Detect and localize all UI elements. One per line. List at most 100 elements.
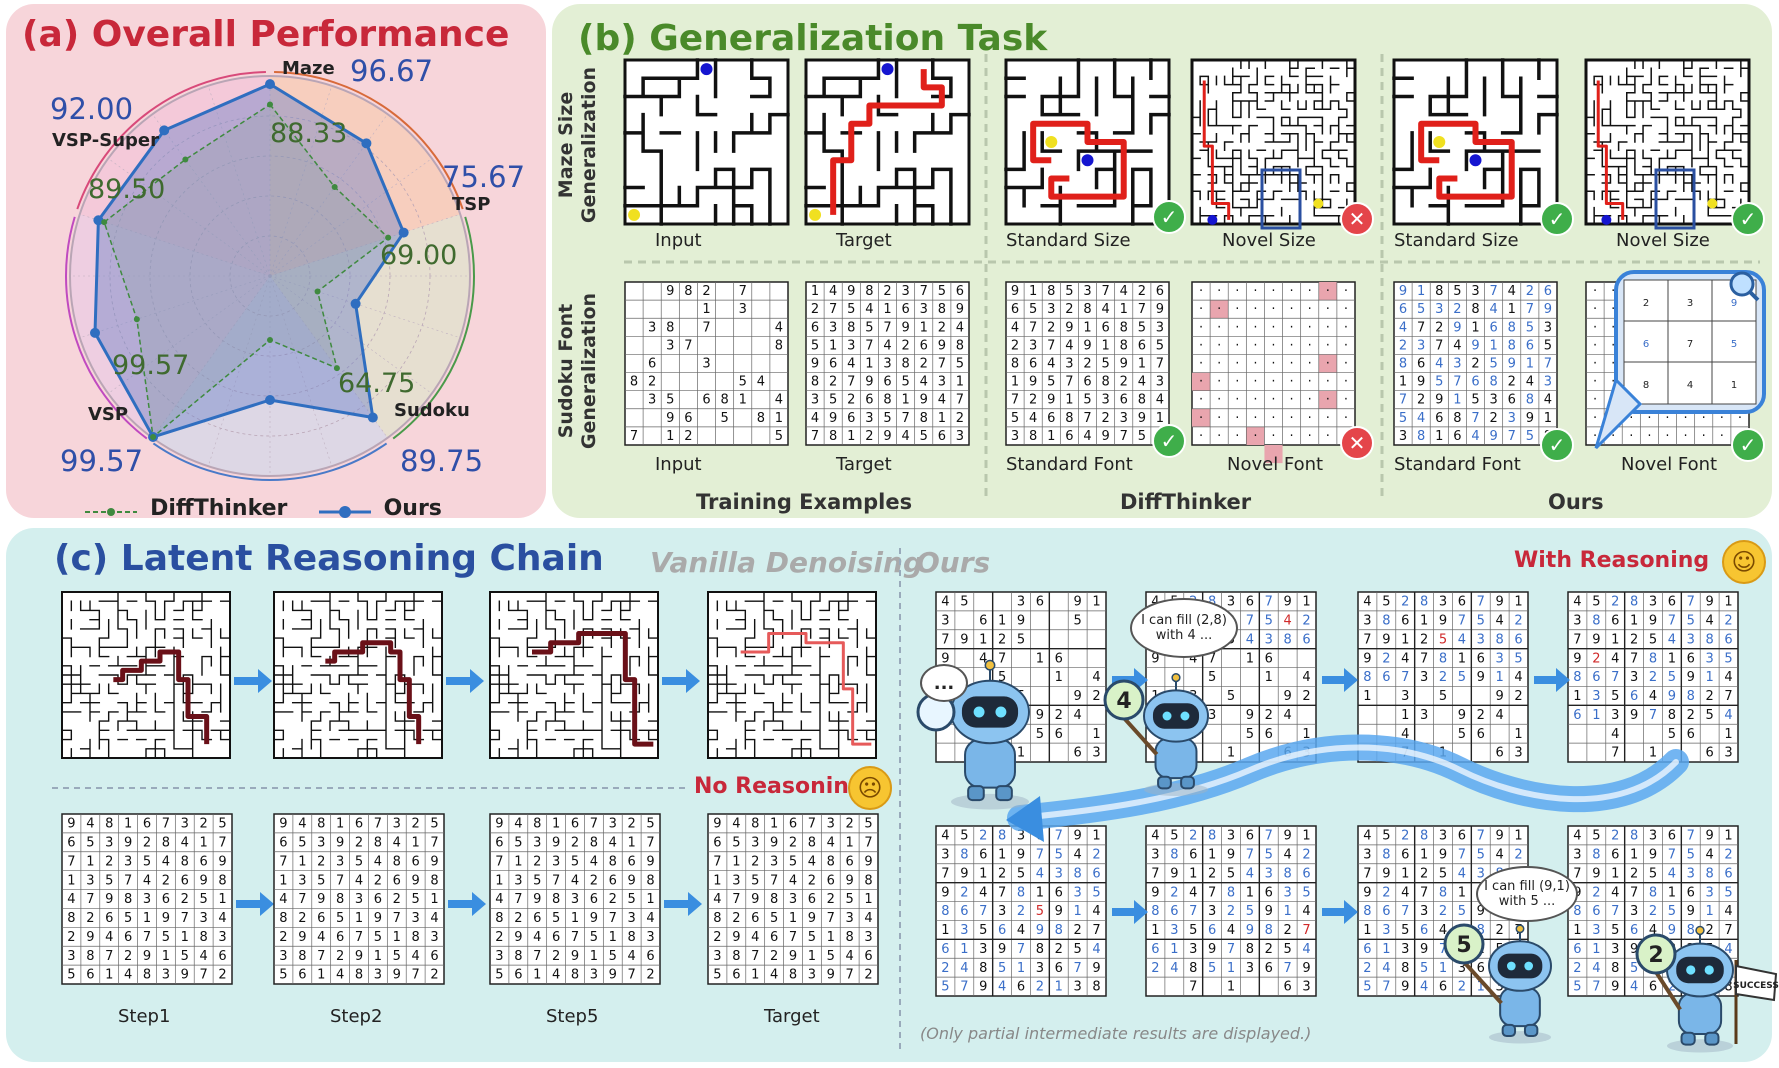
sudoku-digit: 4: [430, 911, 438, 926]
sudoku-digit: 1: [1017, 746, 1025, 761]
sudoku-digit: 9: [628, 873, 636, 888]
radar-spoke: [269, 275, 461, 339]
sudoku-digit: 9: [732, 930, 740, 945]
sudoku-digit: 1: [1724, 829, 1732, 844]
sudoku-digit: 7: [1401, 904, 1409, 919]
sudoku-digit: 1: [1092, 595, 1100, 610]
sudoku-digit: ·: [1253, 393, 1257, 408]
sudoku-digit: 7: [732, 892, 740, 907]
sudoku-digit: 6: [1265, 651, 1273, 666]
sudoku-digit: 9: [1458, 708, 1466, 723]
sudoku-digit: 4: [1496, 613, 1504, 628]
sudoku-digit: 6: [162, 892, 170, 907]
sudoku-digit: 5: [1246, 727, 1254, 742]
sudoku-digit: 9: [1074, 829, 1082, 844]
sudoku-digit: 3: [495, 949, 503, 964]
sudoku-digit: 9: [200, 873, 208, 888]
sudoku-digit: ·: [1253, 429, 1257, 444]
sudoku-digit: 1: [1724, 727, 1732, 742]
sudoku-digit: ·: [1199, 284, 1203, 299]
sudoku-digit: 5: [789, 854, 797, 869]
sudoku-digit: 7: [1284, 961, 1292, 976]
sudoku-digit: 1: [1047, 429, 1055, 444]
sudoku-digit: 7: [829, 302, 837, 317]
sudoku-digit: 6: [1668, 829, 1676, 844]
sudoku-digit: ·: [1593, 375, 1597, 390]
sudoku-digit: ·: [1235, 429, 1239, 444]
sudoku-digit: 2: [1284, 923, 1292, 938]
sudoku-digit: ·: [1326, 393, 1330, 408]
sudoku-digit: ·: [1271, 356, 1275, 371]
sudoku-digit: 4: [1074, 847, 1082, 862]
robot-visor: [1152, 703, 1200, 729]
sudoku-digit: 4: [1724, 670, 1732, 685]
sudoku-digit: 9: [1055, 904, 1063, 919]
sudoku-digit: 1: [1611, 632, 1619, 647]
sudoku-digit: 3: [865, 411, 873, 426]
sudoku-digit: 6: [1151, 942, 1159, 957]
sudoku-digit: 9: [1668, 923, 1676, 938]
sudoku-digit: 5: [1208, 670, 1216, 685]
maze-caption-0: Input: [655, 230, 702, 251]
sudoku-digit: ·: [1235, 411, 1239, 426]
sudoku-digit: 1: [789, 911, 797, 926]
sudoku-digit: 3: [713, 949, 721, 964]
sudoku-digit: ·: [1253, 411, 1257, 426]
sudoku-digit: 2: [279, 930, 287, 945]
sudoku-digit: 7: [1120, 429, 1128, 444]
sudoku-digit: 3: [1101, 393, 1109, 408]
sudoku-digit: 5: [412, 892, 420, 907]
robot-shadow: [1489, 1031, 1551, 1044]
sudoku-digit: ·: [1611, 375, 1615, 390]
check-icon: ✓: [1731, 202, 1765, 236]
sudoku-digit: 5: [1074, 613, 1082, 628]
sudoku-digit: ·: [1647, 411, 1651, 426]
sudoku-digit: 4: [1092, 904, 1100, 919]
sudoku-digit: 4: [1668, 632, 1676, 647]
sudoku-digit: 7: [374, 817, 382, 832]
sudoku-digit: 5: [998, 670, 1006, 685]
sudoku-digit: 3: [1055, 866, 1063, 881]
sudoku-digit: 4: [1401, 727, 1409, 742]
sudoku-digit: 2: [1101, 411, 1109, 426]
sudoku-digit: 5: [1047, 375, 1055, 390]
sudoku-digit: 2: [865, 429, 873, 444]
radar-outer-arc: [76, 71, 266, 210]
sudoku-digit: 3: [1265, 632, 1273, 647]
robot-number: 2: [1648, 943, 1663, 968]
sudoku-digit: 1: [1706, 670, 1714, 685]
sudoku-digit: 8: [1489, 375, 1497, 390]
maze-caption-1: Target: [836, 230, 892, 251]
sudoku-digit: 4: [757, 375, 765, 390]
sudoku-digit: 2: [1649, 670, 1657, 685]
sudoku-digit: 5: [713, 968, 721, 983]
sudoku-digit: 2: [1573, 961, 1581, 976]
sudoku-digit: 9: [1074, 595, 1082, 610]
sudoku-digit: 5: [1246, 904, 1254, 919]
sudoku-digit: 5: [775, 429, 783, 444]
sudoku-digit: 5: [218, 817, 226, 832]
sudoku-digit: 1: [181, 930, 189, 945]
sudoku-digit: 9: [1017, 613, 1025, 628]
sudoku-digit: 8: [393, 854, 401, 869]
sudoku-digit: 1: [1092, 727, 1100, 742]
sudoku-digit: 2: [1458, 980, 1466, 995]
sudoku-digit: 8: [218, 873, 226, 888]
sudoku-digit: 1: [86, 854, 94, 869]
robot-eye: [1686, 965, 1696, 975]
sudoku-digit: 2: [1055, 942, 1063, 957]
sudoku-digit: 9: [1011, 284, 1019, 299]
sudoku-digit: ·: [1199, 393, 1203, 408]
robot-leg: [1157, 775, 1172, 790]
sudoku-digit: 2: [1189, 829, 1197, 844]
sudoku-digit: 3: [1170, 923, 1178, 938]
sudoku-digit: 1: [1055, 670, 1063, 685]
sudoku-digit: 7: [1611, 904, 1619, 919]
sudoku-digit: 2: [883, 284, 891, 299]
zoom-pointer: [1594, 377, 1643, 450]
sudoku-digit: 9: [1363, 651, 1371, 666]
robot-1: [950, 659, 1030, 810]
sudoku-digit: 2: [124, 949, 132, 964]
sudoku-digit: 7: [552, 873, 560, 888]
sudoku-digit: 4: [571, 873, 579, 888]
